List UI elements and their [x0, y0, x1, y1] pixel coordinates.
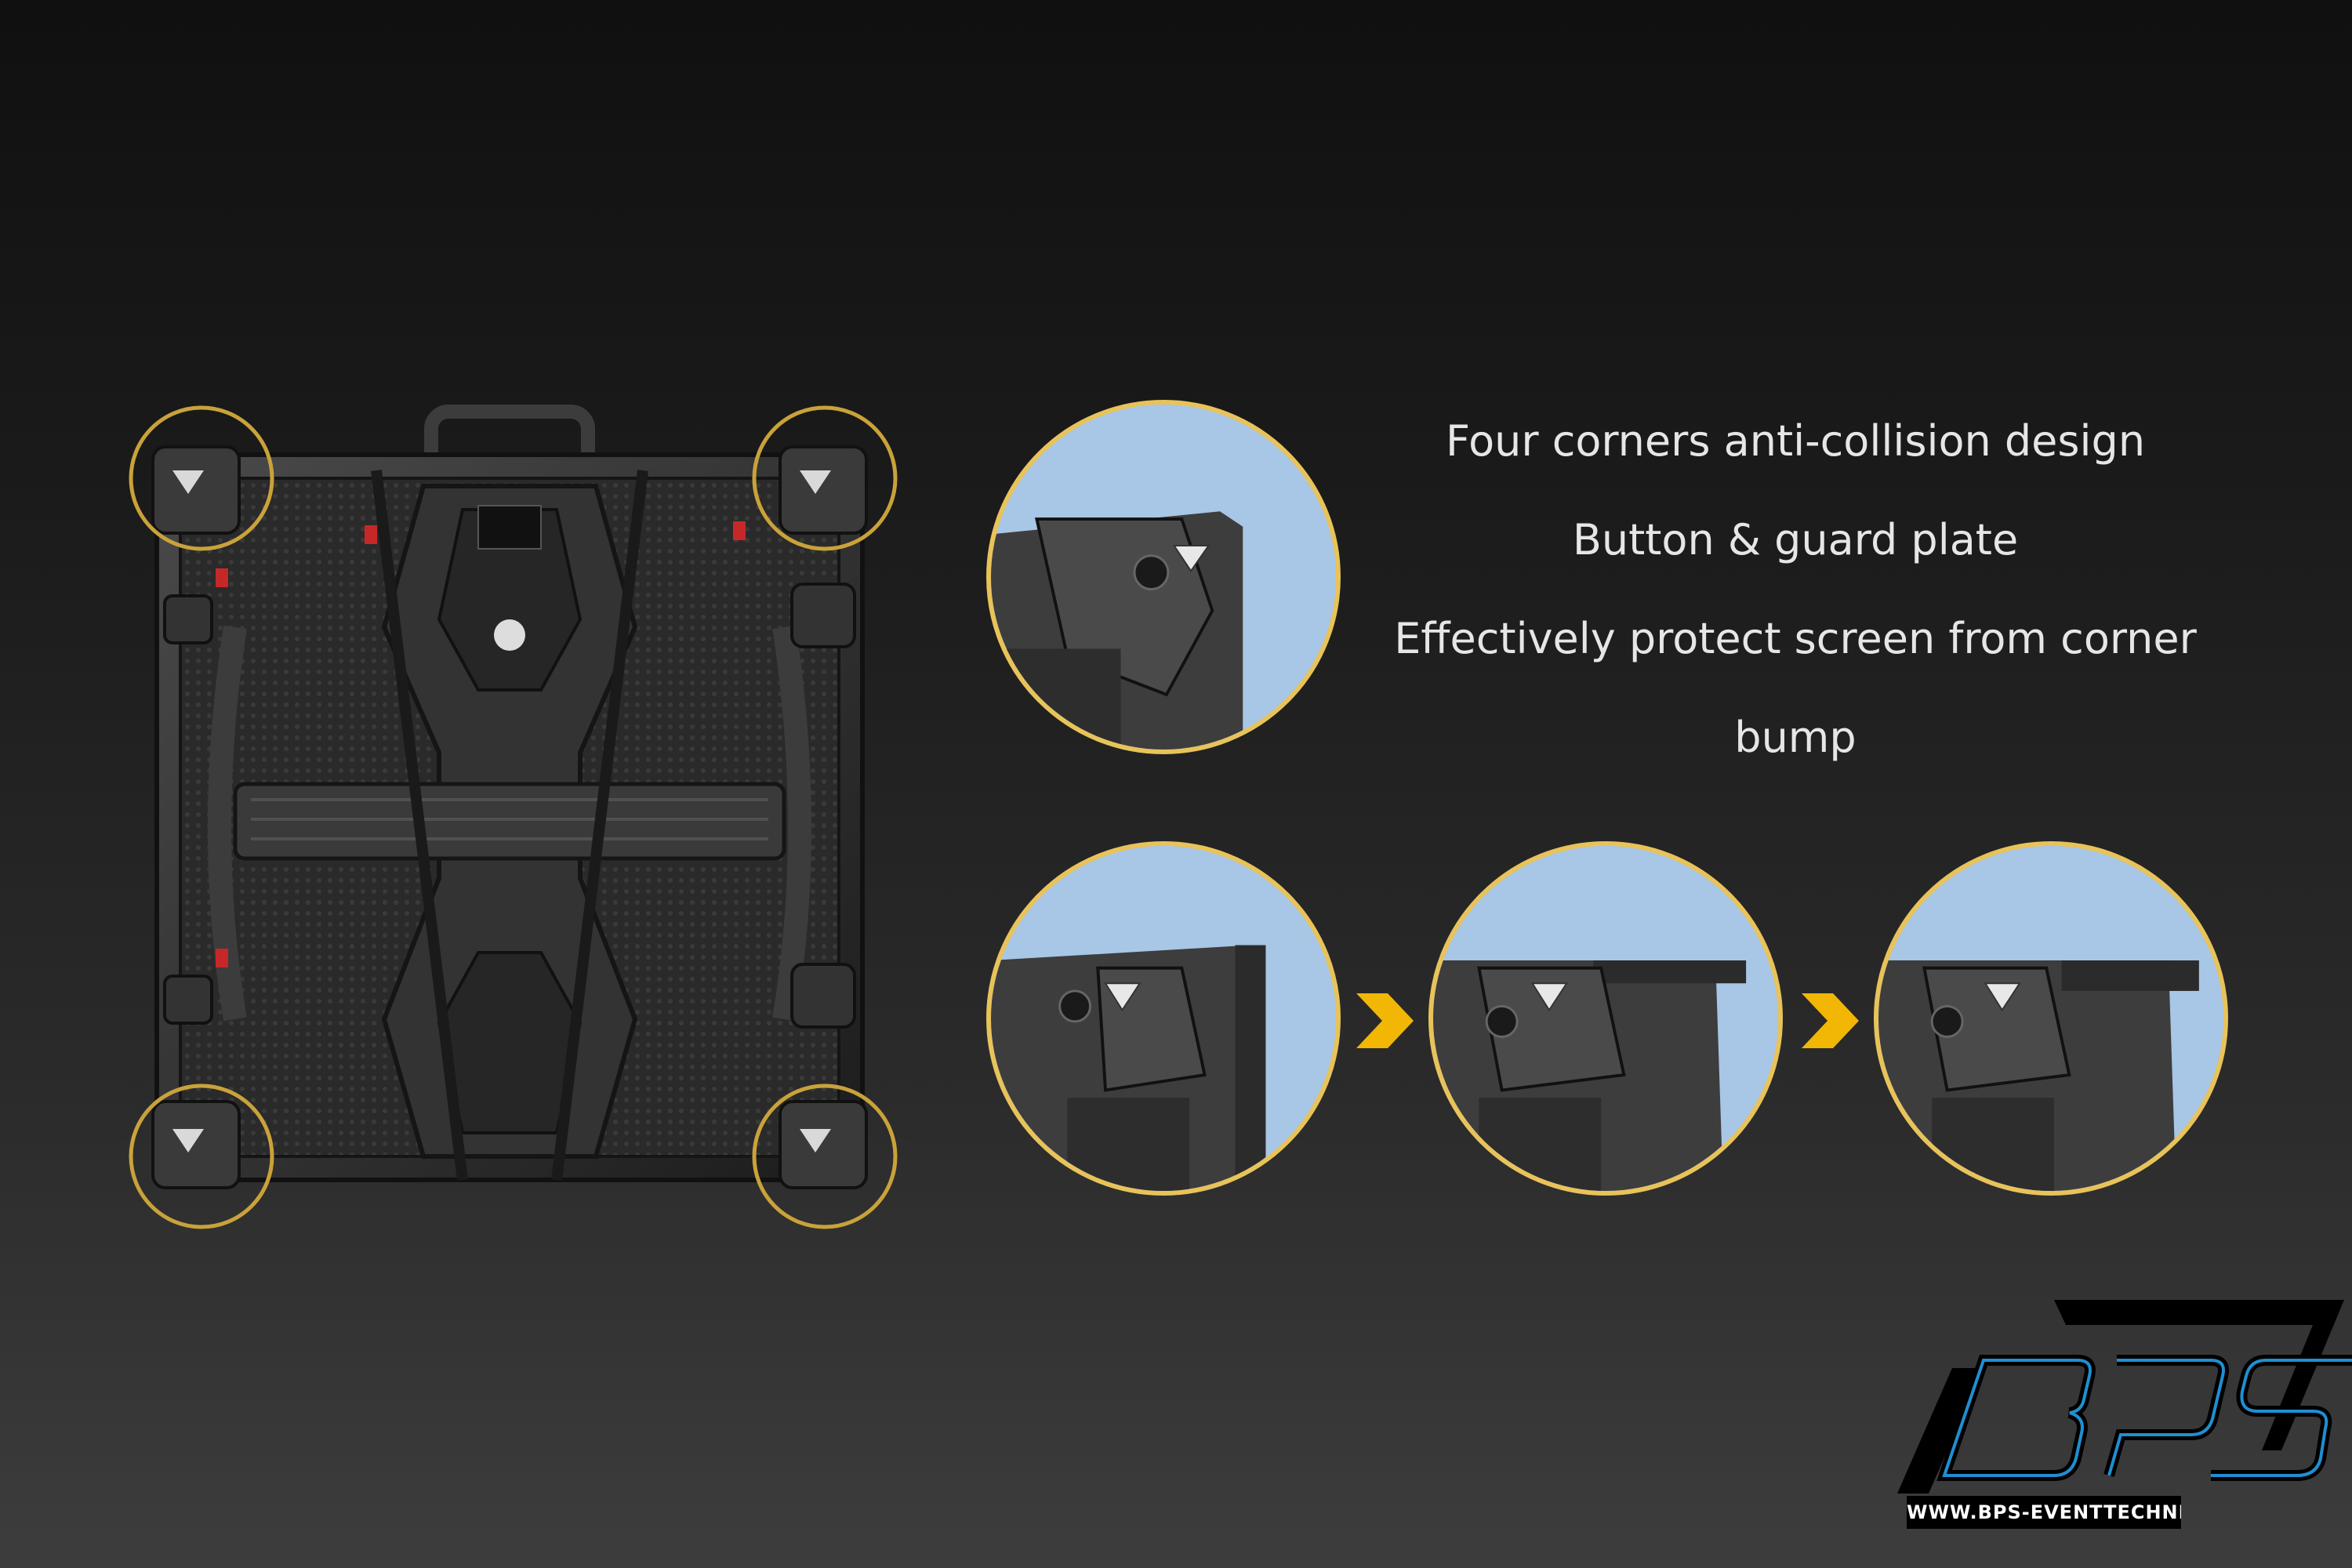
feature-line-2: Button & guard plate: [1572, 515, 2019, 564]
website-url: WWW.BPS-EVENTTECHNIK.DE: [1907, 1496, 2181, 1529]
led-cabinet-illustration: [94, 392, 925, 1239]
chevron-right-icon: [1356, 993, 1414, 1048]
sequence-step-2: [1428, 841, 1783, 1196]
feature-line-3: Effectively protect screen from corner: [1394, 614, 2197, 663]
feature-line-1: Four corners anti-collision design: [1445, 416, 2146, 466]
bps-logo: [1897, 1300, 2352, 1494]
sequence-step-1: [986, 841, 1341, 1196]
sequence-step-3: [1874, 841, 2228, 1196]
corner-detail-view: [986, 400, 1341, 754]
feature-description: Four corners anti-collision design Butto…: [1333, 392, 2258, 787]
chevron-right-icon-2: [1802, 993, 1859, 1048]
feature-line-4: bump: [1734, 713, 1857, 762]
